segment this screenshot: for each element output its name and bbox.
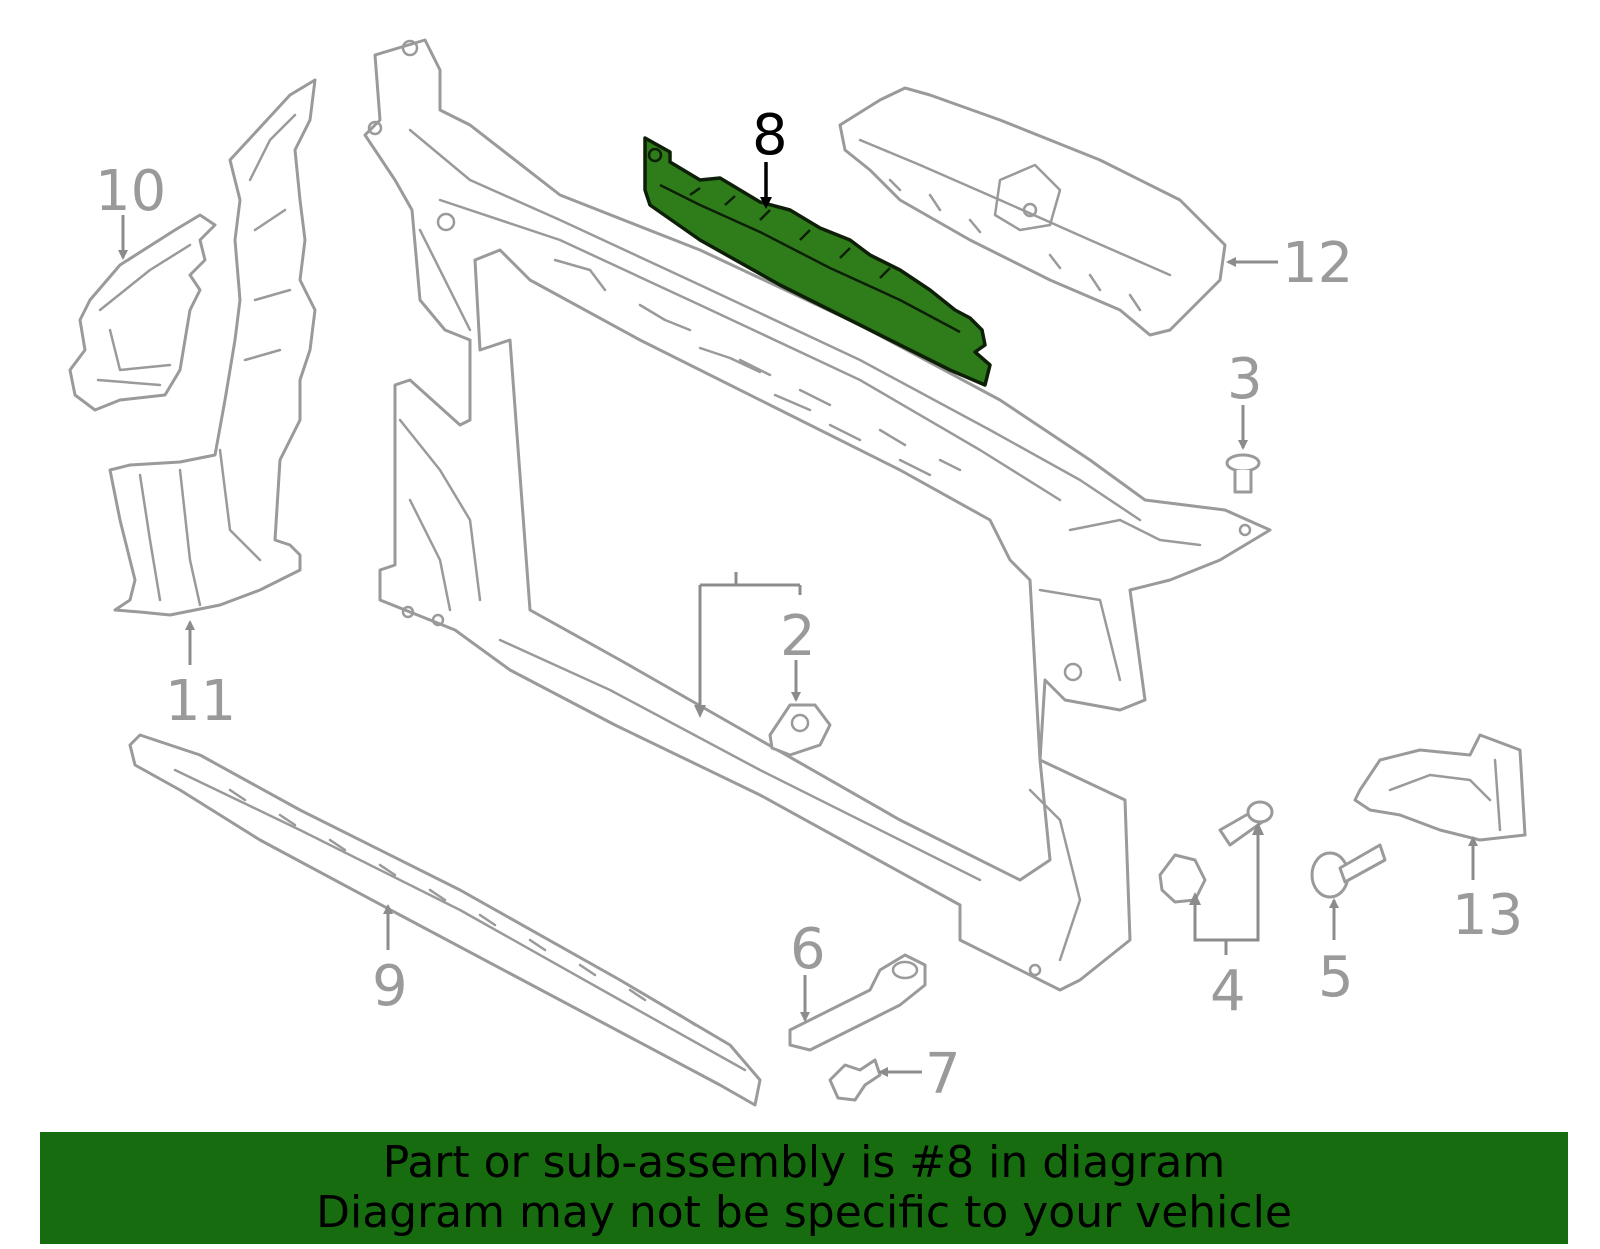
- banner-line-2: Diagram may not be specific to your vehi…: [316, 1187, 1292, 1238]
- part-8-highlighted-bar: [643, 136, 992, 387]
- callout-4: 4: [1210, 959, 1246, 1024]
- part-7-bolt: [828, 1058, 882, 1102]
- part-9-seal-strip: [128, 733, 762, 1107]
- callout-9: 9: [372, 954, 408, 1019]
- leader-lines: [118, 162, 1478, 1077]
- info-banner: Part or sub-assembly is #8 in diagram Di…: [40, 1132, 1568, 1244]
- callout-5: 5: [1318, 945, 1354, 1010]
- callout-2: 2: [780, 604, 816, 669]
- callout-8: 8: [752, 103, 788, 168]
- part-13-air-guide: [1353, 733, 1527, 842]
- callout-13: 13: [1452, 883, 1523, 948]
- callout-6: 6: [790, 917, 826, 982]
- part-2-retainer: [768, 703, 832, 757]
- radiator-support-frame: [363, 38, 1272, 992]
- part-6-bracket: [788, 953, 927, 1052]
- part-5-push-pin: [1310, 843, 1387, 899]
- part-11-air-duct: [108, 78, 317, 617]
- part-10-air-guide: [68, 213, 217, 412]
- banner-line-1: Part or sub-assembly is #8 in diagram: [382, 1137, 1226, 1188]
- callout-12: 12: [1282, 231, 1353, 296]
- callout-3: 3: [1227, 347, 1263, 412]
- callout-10: 10: [95, 159, 166, 224]
- part-4-fasteners: [1158, 800, 1274, 904]
- callout-11: 11: [165, 669, 236, 734]
- part-12-upper-cover: [838, 86, 1227, 337]
- callout-7: 7: [925, 1042, 961, 1107]
- part-3-clip: [1225, 453, 1261, 494]
